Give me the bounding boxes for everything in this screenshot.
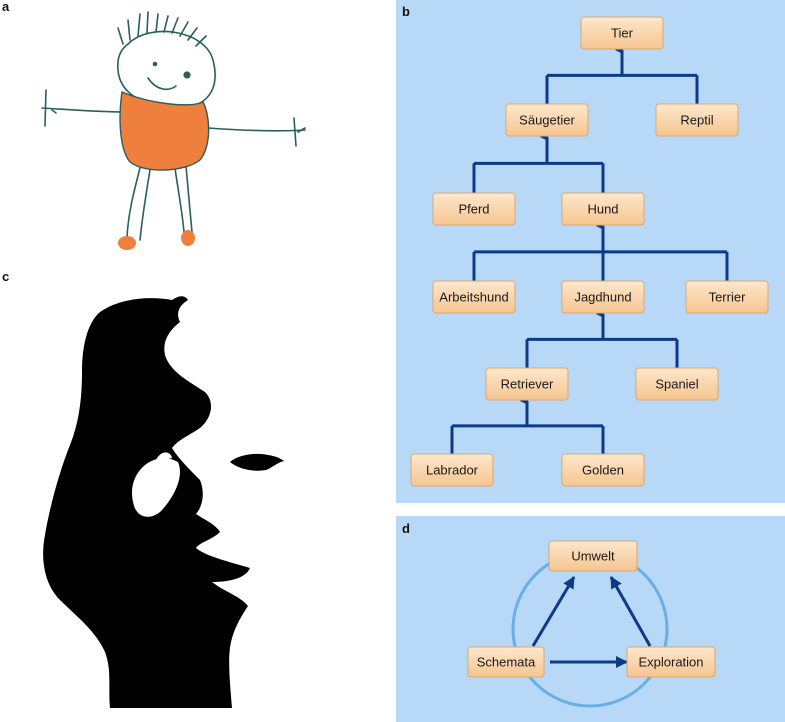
node-exploration: Exploration bbox=[626, 646, 716, 678]
node-label-jagdhund: Jagdhund bbox=[574, 290, 631, 305]
node-label-labrador: Labrador bbox=[426, 463, 479, 478]
node-reptil: Reptil bbox=[655, 103, 739, 137]
cycle-arrow-schemata-to-umwelt bbox=[531, 576, 576, 647]
node-label-saeugetier: Säugetier bbox=[519, 113, 575, 128]
panel-label-c: c bbox=[2, 269, 10, 284]
node-label-arbeitshund: Arbeitshund bbox=[439, 290, 508, 305]
node-label-spaniel: Spaniel bbox=[655, 377, 698, 392]
node-labrador: Labrador bbox=[410, 453, 494, 487]
panel-label-a: a bbox=[2, 0, 10, 14]
node-label-retriever: Retriever bbox=[501, 377, 554, 392]
node-terrier: Terrier bbox=[685, 280, 769, 314]
node-arbeitshund: Arbeitshund bbox=[432, 280, 516, 314]
node-spaniel: Spaniel bbox=[635, 367, 719, 401]
node-label-reptil: Reptil bbox=[680, 113, 713, 128]
node-golden: Golden bbox=[561, 453, 645, 487]
panel-label-d: d bbox=[402, 521, 410, 536]
node-umwelt: Umwelt bbox=[548, 540, 638, 572]
node-hund: Hund bbox=[561, 192, 645, 226]
node-label-schemata: Schemata bbox=[477, 655, 536, 670]
node-label-tier: Tier bbox=[611, 26, 634, 41]
cycle-ring bbox=[511, 550, 669, 708]
panel-label-b: b bbox=[402, 4, 410, 19]
node-label-pferd: Pferd bbox=[458, 202, 489, 217]
node-tier: Tier bbox=[580, 16, 664, 50]
node-label-umwelt: Umwelt bbox=[571, 549, 615, 564]
node-label-golden: Golden bbox=[582, 463, 624, 478]
node-schemata: Schemata bbox=[467, 646, 545, 678]
node-label-terrier: Terrier bbox=[709, 290, 747, 305]
node-jagdhund: Jagdhund bbox=[561, 280, 645, 314]
cycle-arrow-exploration-to-umwelt bbox=[609, 576, 652, 647]
node-saeugetier: Säugetier bbox=[505, 103, 589, 137]
node-label-exploration: Exploration bbox=[638, 655, 703, 670]
node-retriever: Retriever bbox=[485, 367, 569, 401]
node-label-hund: Hund bbox=[587, 202, 618, 217]
node-pferd: Pferd bbox=[432, 192, 516, 226]
